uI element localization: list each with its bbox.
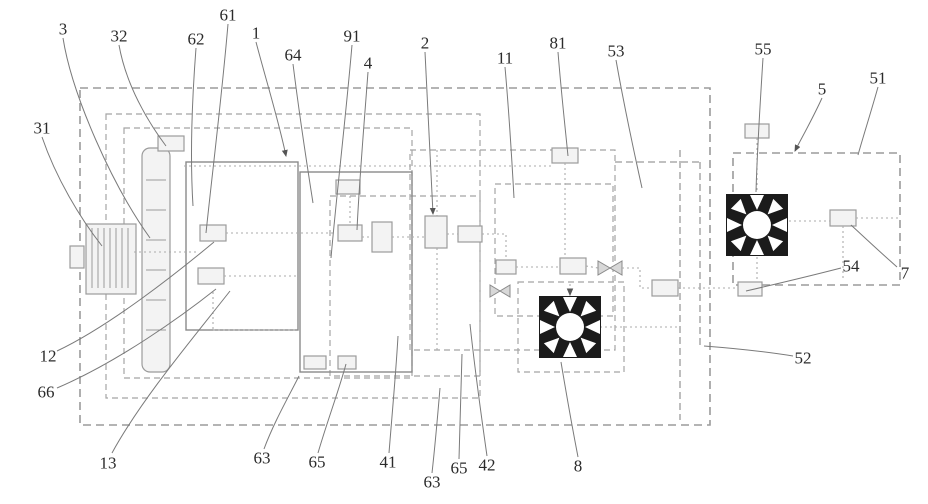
leader-5 bbox=[794, 97, 823, 152]
ref-label-62: 62 bbox=[187, 29, 205, 49]
ref-label-31: 31 bbox=[33, 118, 51, 138]
connection-lines bbox=[134, 138, 898, 350]
ref-label-11: 11 bbox=[496, 48, 514, 68]
leader-2 bbox=[424, 51, 436, 215]
ref-label-13: 13 bbox=[99, 453, 117, 473]
ref-label-3: 3 bbox=[58, 19, 68, 39]
ref-label-8: 8 bbox=[573, 456, 583, 476]
leader-11 bbox=[504, 66, 515, 199]
ref-label-63b: 63 bbox=[423, 472, 441, 492]
small-component-boxes bbox=[157, 123, 857, 370]
cylinder-component bbox=[141, 147, 171, 373]
ref-label-2: 2 bbox=[420, 33, 430, 53]
leader-1 bbox=[255, 41, 288, 157]
leader-32 bbox=[118, 44, 167, 147]
leader-41 bbox=[388, 335, 399, 454]
ref-label-1: 1 bbox=[251, 23, 261, 43]
ref-label-42: 42 bbox=[478, 455, 496, 475]
ref-label-63a: 63 bbox=[253, 448, 271, 468]
ref-label-55: 55 bbox=[754, 39, 772, 59]
leader-8 bbox=[560, 361, 579, 458]
ref-label-54: 54 bbox=[842, 256, 860, 276]
leader-31 bbox=[41, 136, 103, 247]
dashed-enclosures bbox=[79, 87, 901, 426]
ref-label-51: 51 bbox=[869, 68, 887, 88]
leader-63b bbox=[431, 387, 441, 474]
leader-53 bbox=[615, 59, 643, 189]
leader-51 bbox=[857, 86, 879, 156]
ref-label-65b: 65 bbox=[450, 458, 468, 478]
ref-label-61: 61 bbox=[219, 5, 237, 25]
ref-label-41: 41 bbox=[379, 452, 397, 472]
leader-65b bbox=[458, 353, 463, 460]
ref-label-66: 66 bbox=[37, 382, 55, 402]
leader-54 bbox=[745, 267, 842, 292]
valve-symbols bbox=[489, 260, 623, 298]
solid-component-boxes bbox=[185, 161, 413, 373]
turbine-symbol-right bbox=[726, 194, 788, 256]
leader-12 bbox=[56, 241, 215, 352]
ref-label-65a: 65 bbox=[308, 452, 326, 472]
ref-label-5: 5 bbox=[817, 79, 827, 99]
leader-3 bbox=[62, 37, 151, 239]
leader-55 bbox=[755, 57, 764, 193]
leader-65a bbox=[317, 363, 347, 454]
leader-7 bbox=[850, 224, 898, 268]
turbine-symbol-left bbox=[539, 296, 601, 358]
leader-13 bbox=[111, 290, 231, 454]
leader-42 bbox=[469, 323, 488, 457]
leader-81 bbox=[557, 51, 569, 157]
leader-66 bbox=[56, 288, 217, 389]
ref-label-81: 81 bbox=[549, 33, 567, 53]
leader-lines bbox=[41, 23, 898, 474]
ref-label-53: 53 bbox=[607, 41, 625, 61]
ref-label-52: 52 bbox=[794, 348, 812, 368]
leader-61 bbox=[205, 23, 229, 234]
ref-label-32: 32 bbox=[110, 26, 128, 46]
leader-63a bbox=[263, 375, 300, 450]
ref-label-64: 64 bbox=[284, 45, 302, 65]
ref-label-12: 12 bbox=[39, 346, 57, 366]
leader-64 bbox=[292, 63, 314, 204]
ref-label-4: 4 bbox=[363, 53, 373, 73]
leader-52 bbox=[703, 345, 794, 357]
ref-label-91: 91 bbox=[343, 26, 361, 46]
ref-label-7: 7 bbox=[900, 263, 910, 283]
leader-62 bbox=[191, 47, 197, 207]
leader-4 bbox=[356, 71, 369, 231]
leader-91 bbox=[330, 44, 353, 259]
